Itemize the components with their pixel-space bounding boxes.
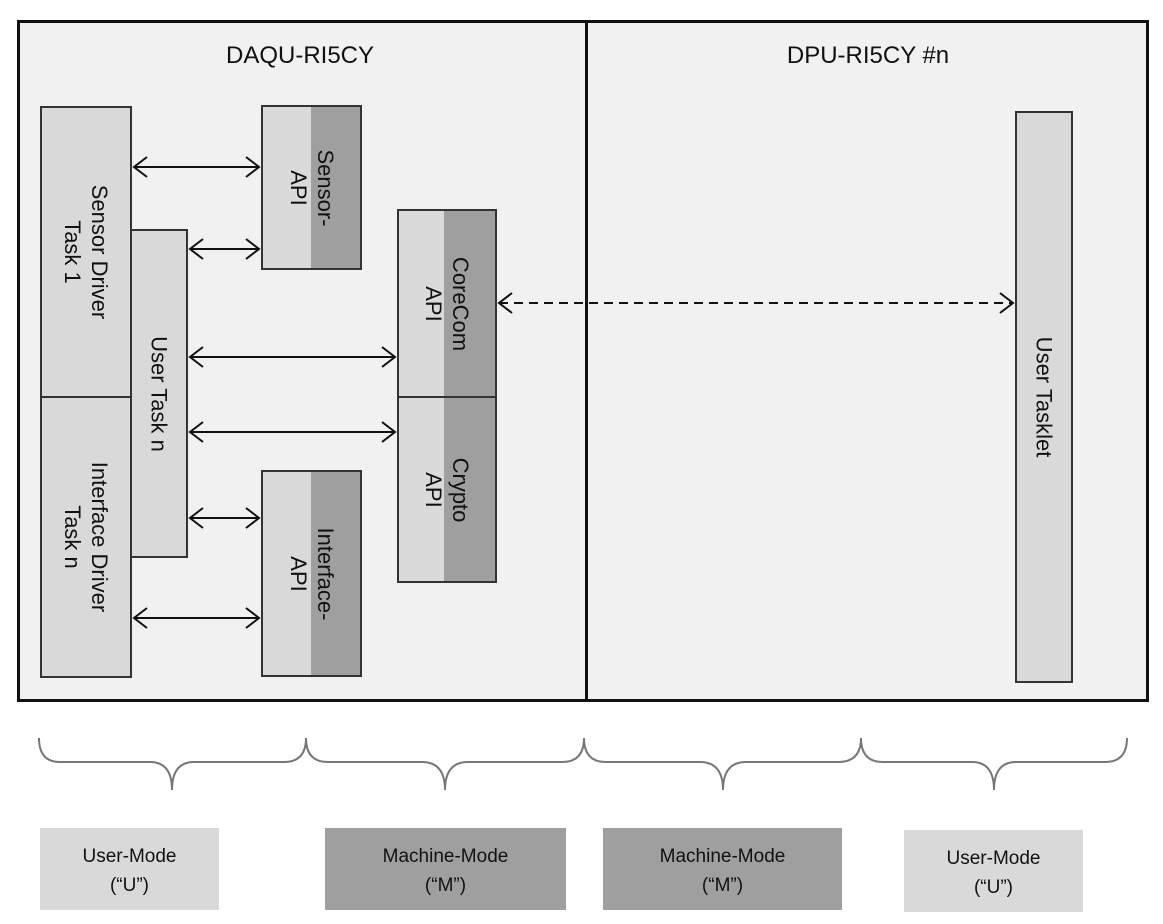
machine-mode-badge-left: Machine-Mode (“M”): [325, 828, 566, 910]
daqu-title: DAQU-RI5CY: [225, 42, 375, 69]
user-mode-badge-left: User-Mode (“U”): [40, 828, 219, 910]
arrow-user-task-to-sensor-api: [188, 238, 261, 260]
interface-driver-task-box: Interface Driver Task n: [40, 396, 132, 678]
crypto-api-box: Crypto API: [397, 396, 497, 583]
sensor-api-box: Sensor- API: [261, 105, 362, 270]
brace-machine-mode-right: [583, 737, 862, 791]
arrow-corecom-to-user-tasklet: [497, 292, 1015, 314]
interface-api-box: Interface- API: [261, 470, 362, 677]
arrow-interface-driver-to-interface-api: [132, 607, 261, 629]
dpu-title: DPU-RI5CY #n: [786, 42, 950, 69]
user-tasklet-box: User Tasklet: [1015, 111, 1073, 683]
brace-user-mode-right: [860, 737, 1128, 791]
arrow-user-task-to-corecom-api: [188, 346, 397, 368]
arrow-sensor-driver-to-sensor-api: [132, 156, 261, 178]
user-mode-badge-right: User-Mode (“U”): [904, 830, 1083, 912]
machine-mode-badge-right: Machine-Mode (“M”): [603, 828, 842, 910]
corecom-api-box: CoreCom API: [397, 209, 497, 398]
arrow-user-task-to-crypto-api: [188, 421, 397, 443]
brace-machine-mode-left: [305, 737, 585, 791]
arrow-user-task-to-interface-api: [188, 507, 261, 529]
user-task-box: User Task n: [130, 229, 188, 558]
brace-user-mode-left: [38, 737, 307, 791]
